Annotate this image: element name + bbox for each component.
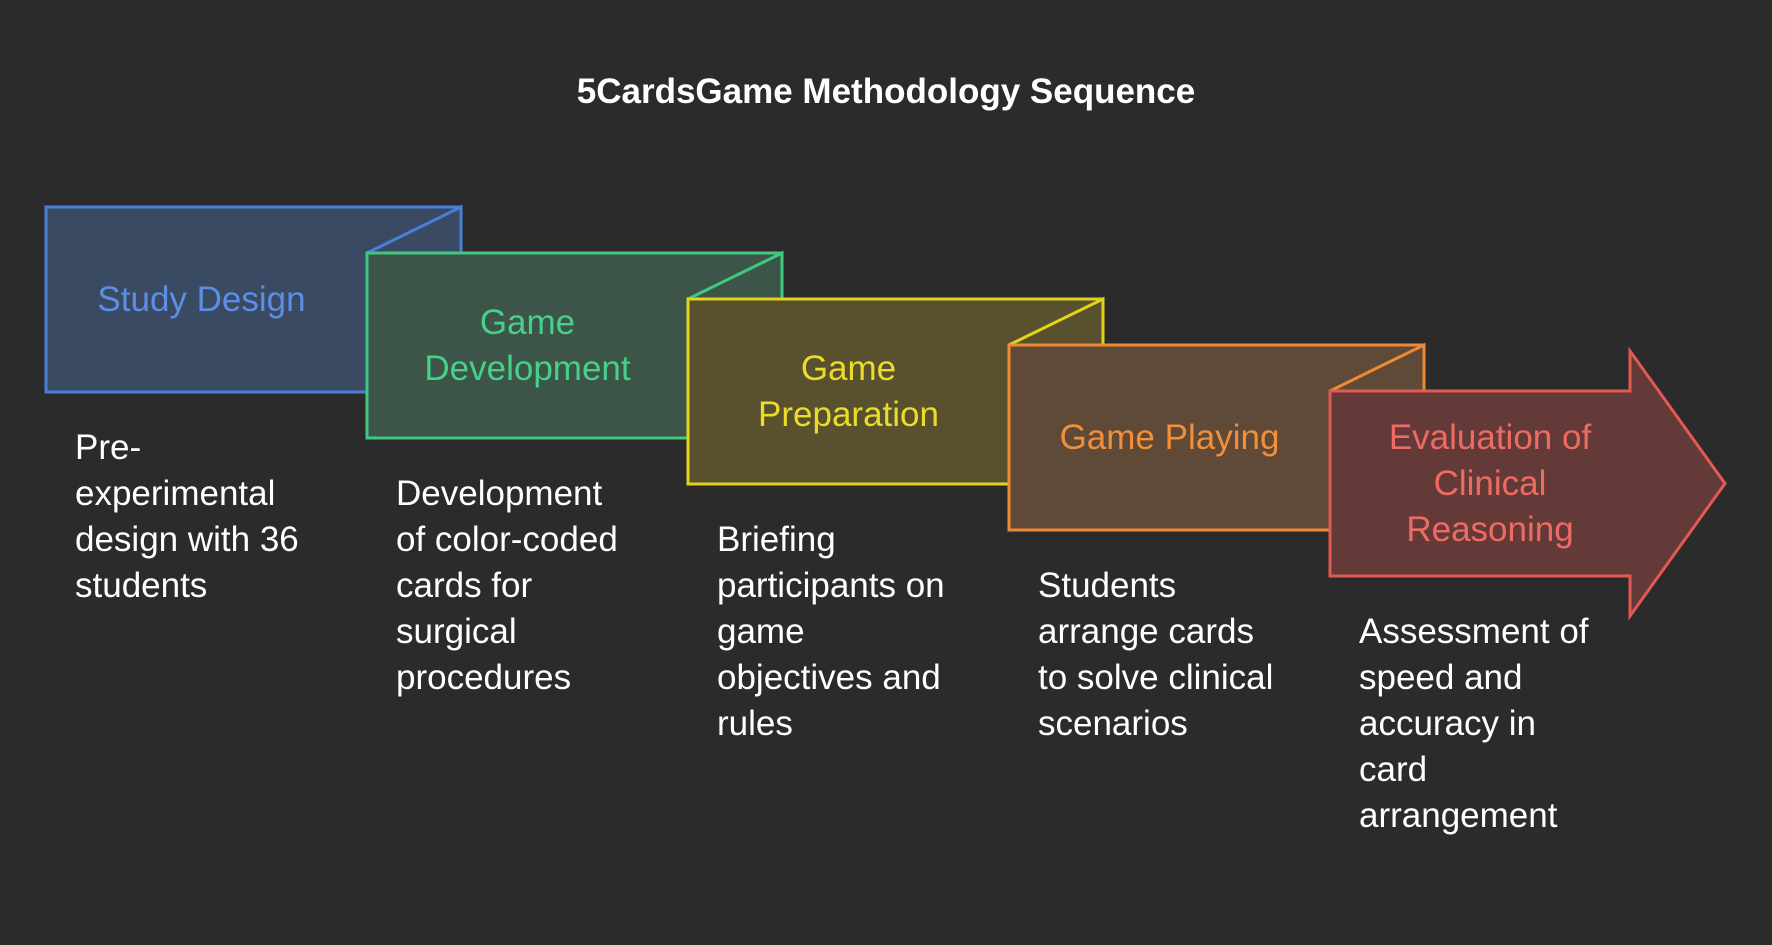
game-development-label: Game Development xyxy=(424,302,631,388)
evaluation-description: Assessment of speed and accuracy in card… xyxy=(1359,612,1589,835)
study-design-description: Pre- experimental design with 36 student… xyxy=(75,428,299,605)
diagram-title: 5CardsGame Methodology Sequence xyxy=(576,72,1196,111)
evaluation-label: Evaluation of Clinical Reasoning xyxy=(1388,417,1592,549)
game-playing-description: Students arrange cards to solve clinical… xyxy=(1038,566,1274,743)
game-preparation-label: Game Preparation xyxy=(758,348,939,434)
study-design-label: Study Design xyxy=(97,279,306,319)
game-preparation-description: Briefing participants on game objectives… xyxy=(717,520,945,743)
evaluation-arrow xyxy=(1328,346,1727,621)
game-playing-label: Game Playing xyxy=(1059,417,1280,457)
game-development-description: Development of color-coded cards for sur… xyxy=(396,474,618,697)
